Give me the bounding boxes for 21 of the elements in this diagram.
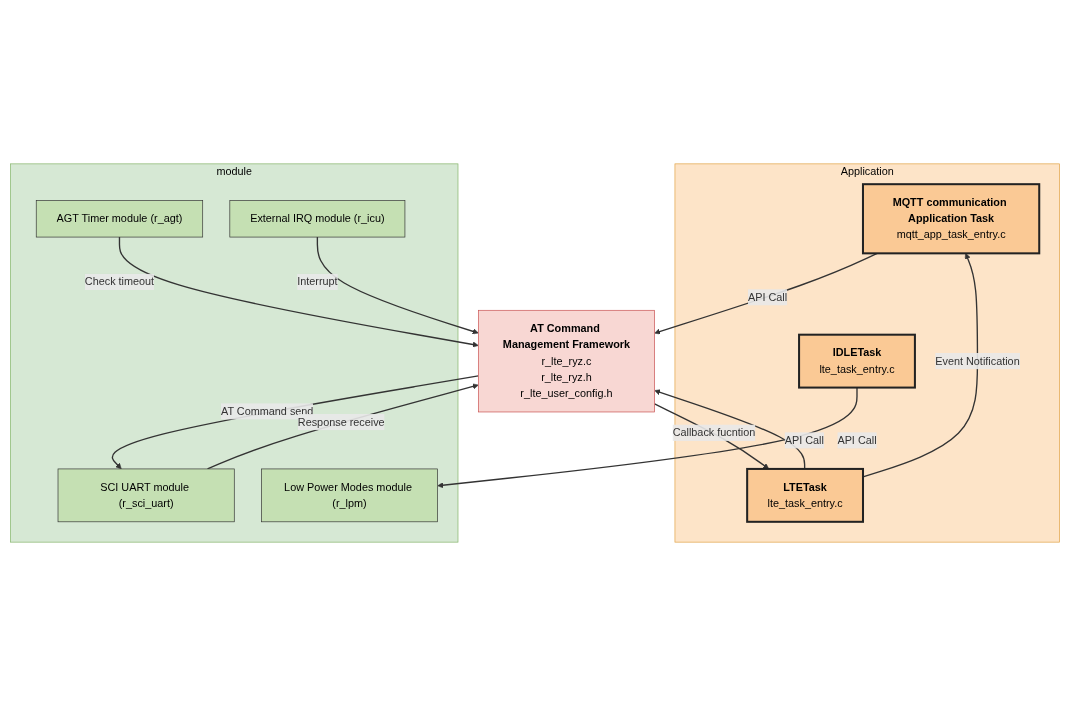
- edge-label: AT Command send: [220, 405, 314, 417]
- node-box: SCI UART module (r_sci_uart): [57, 468, 235, 523]
- edge-label: Callback fucntion: [672, 426, 756, 439]
- edge-label: Interrupt: [297, 275, 338, 288]
- node-box: LTETask lte_task_entry.c: [746, 467, 864, 523]
- node-box: MQTT communication Application Task mqtt_app_task_entry.c: [861, 183, 1041, 255]
- arrow: [316, 236, 479, 335]
- arrow: [111, 375, 479, 470]
- edge-label: API Call: [837, 434, 877, 446]
- edge-label: Check timeout: [84, 275, 155, 288]
- edge-label: Event Notification: [935, 355, 1020, 367]
- edge-label: API Call: [784, 434, 824, 446]
- arrow: [118, 236, 479, 348]
- node-box: AGT Timer module (r_agt): [35, 200, 204, 238]
- arrow: [437, 386, 858, 489]
- node-box: Low Power Modes module (r_lpm): [261, 468, 438, 523]
- edge-label: API Call: [747, 291, 788, 303]
- node-box: AT Command Management Framework r_lte_ryz.c r_lte_ryz.h r_lte_user_config.h: [478, 309, 655, 413]
- node-box: External IRQ module (r_icu): [229, 200, 406, 238]
- edge-label: Response receive: [297, 416, 385, 428]
- node-box: IDLETask lte_task_entry.c: [798, 333, 916, 389]
